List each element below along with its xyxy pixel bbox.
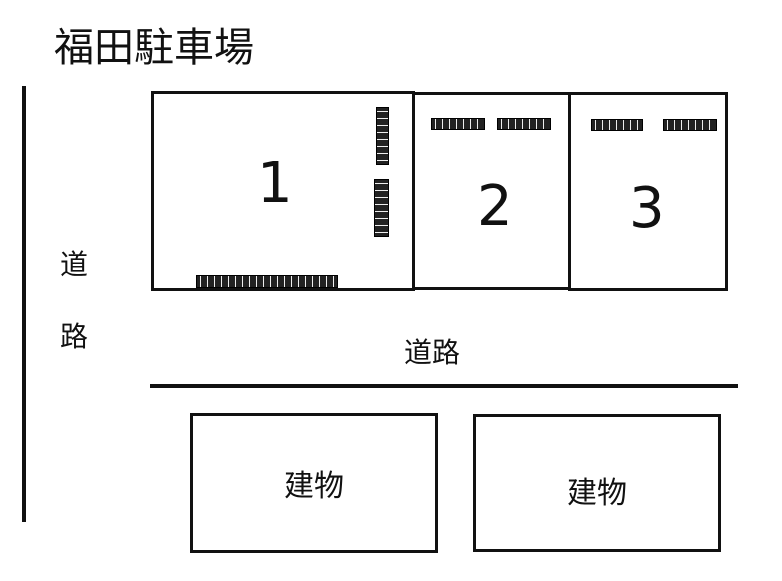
lot-number: 2 [477, 174, 513, 239]
vertical-road-label-2: 路 [60, 320, 89, 353]
vertical-road-label-1: 道 [60, 248, 89, 281]
vertical-road-line [22, 86, 26, 522]
lot-number: 3 [629, 176, 665, 241]
horizontal-road-label: 道路 [404, 336, 461, 369]
sign-icon [196, 275, 338, 288]
sign-icon [431, 118, 485, 130]
building-label: 建物 [567, 476, 627, 511]
sign-icon [374, 179, 389, 237]
horizontal-road-line [150, 384, 738, 388]
sign-icon [376, 107, 389, 165]
parking-lot-1[interactable]: 1 [151, 91, 415, 291]
parking-lot-3[interactable]: 3 [568, 92, 728, 291]
lot-number: 1 [257, 151, 293, 216]
sign-icon [591, 119, 643, 131]
sign-icon [663, 119, 717, 131]
page-title: 福田駐車場 [54, 25, 254, 71]
building-1[interactable]: 建物 [190, 413, 438, 553]
building-2[interactable]: 建物 [473, 414, 721, 552]
building-label: 建物 [284, 469, 344, 504]
sign-icon [497, 118, 551, 130]
parking-lot-2[interactable]: 2 [412, 92, 571, 290]
